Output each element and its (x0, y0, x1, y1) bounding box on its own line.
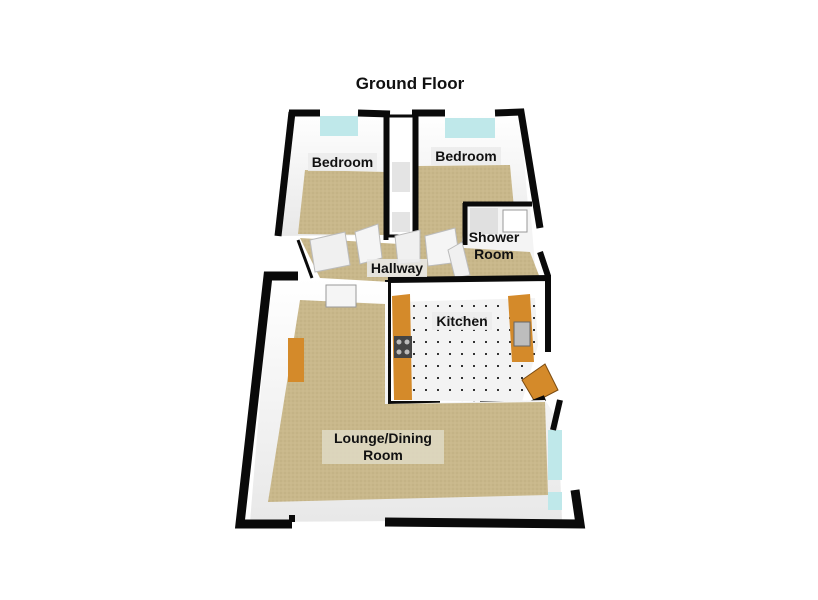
window-icon (445, 118, 495, 138)
lounge-line2: Room (363, 447, 403, 463)
sink-icon (513, 321, 531, 347)
lounge-label: Lounge/Dining Room (322, 430, 444, 464)
bedroom-right-label: Bedroom (427, 147, 505, 165)
hallway-label: Hallway (360, 259, 434, 277)
shower-room-line2: Room (474, 246, 514, 262)
shower-room-line1: Shower (468, 229, 520, 245)
bedroom-left-room (274, 109, 391, 237)
floor-title: Ground Floor (355, 74, 465, 93)
lounge-line1: Lounge/Dining (334, 430, 432, 446)
sideboard (288, 338, 304, 382)
shower-room-label: Shower Room (462, 229, 526, 263)
radiator-icon (325, 284, 357, 308)
kitchen-room (385, 274, 559, 407)
bedroom-right-text: Bedroom (431, 147, 501, 165)
cupboards (383, 114, 419, 240)
window-icon (548, 430, 562, 480)
bedroom-left-label: Bedroom (305, 153, 380, 171)
kitchen-label: Kitchen (428, 312, 496, 330)
bedroom-left-text: Bedroom (307, 153, 378, 171)
hob-icon (394, 336, 412, 358)
window-icon (320, 116, 358, 136)
hallway-text: Hallway (366, 259, 428, 277)
kitchen-text: Kitchen (432, 312, 492, 330)
